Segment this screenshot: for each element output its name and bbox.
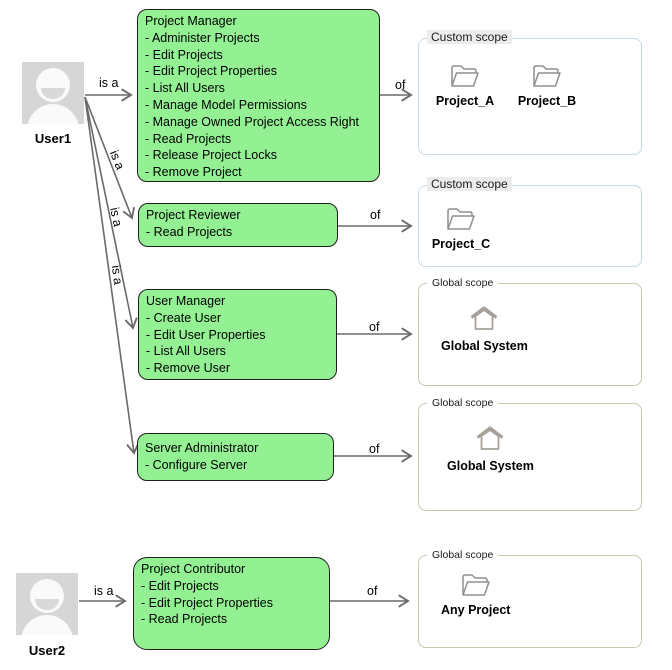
is-a-connector-serveradmin[interactable] [84, 96, 140, 455]
avatar-head [36, 68, 70, 102]
scope-item-label: Project_A [435, 94, 495, 108]
is-a-connector-usermgr[interactable] [84, 96, 138, 330]
scope-item-label: Project_B [517, 94, 577, 108]
scope-item-project-c[interactable]: Project_C [431, 204, 491, 251]
role-user-manager[interactable]: User Manager - Create User - Edit User P… [138, 289, 337, 380]
scope-item-label: Global System [441, 339, 528, 353]
folder-icon [461, 574, 490, 596]
avatar-head [30, 579, 64, 613]
of-label: of [367, 584, 378, 598]
scope-custom-projects-ab[interactable]: Custom scope Project_A Project_B [418, 30, 642, 155]
role-permission: - Edit Projects [141, 578, 219, 593]
folder-icon [451, 65, 479, 87]
avatar-smile [35, 599, 59, 610]
user1-label: User1 [34, 131, 72, 146]
role-permission: - Edit Projects [145, 47, 223, 62]
role-project-manager[interactable]: Project Manager - Administer Projects - … [137, 9, 380, 182]
is-a-label: is a [94, 584, 114, 598]
role-permission: - Edit Project Properties [145, 64, 277, 79]
role-permission: - Create User [146, 310, 222, 325]
role-permission: - Edit User Properties [146, 327, 266, 342]
avatar-torso [27, 104, 79, 124]
scope-item-label: Any Project [441, 603, 511, 617]
role-title: Project Contributor [141, 562, 246, 576]
role-permission: - Release Project Locks [145, 148, 278, 163]
scope-item-label: Project_C [431, 237, 491, 251]
scope-item-global-system[interactable]: Global System [447, 424, 534, 473]
scope-item-global-system[interactable]: Global System [441, 304, 528, 353]
role-server-administrator[interactable]: Server Administrator - Configure Server [137, 433, 334, 481]
scope-custom-project-c[interactable]: Custom scope Project_C [418, 177, 642, 267]
scope-item-project-b[interactable]: Project_B [517, 61, 577, 108]
home-icon [476, 426, 504, 450]
role-project-reviewer[interactable]: Project Reviewer - Read Projects [138, 203, 338, 247]
role-permission: - Manage Model Permissions [145, 97, 307, 112]
role-permission: - Read Projects [145, 131, 232, 146]
avatar-smile [41, 88, 65, 99]
role-title: Server Administrator [145, 441, 259, 455]
scope-label: Custom scope [427, 30, 512, 44]
role-permission: - Remove Project [145, 165, 242, 180]
scope-label: Custom scope [427, 177, 512, 191]
role-permission: - List All Users [146, 344, 226, 359]
scope-label: Global scope [427, 549, 499, 561]
scope-label: Global scope [427, 277, 499, 289]
user2-label: User2 [28, 643, 66, 658]
of-label: of [395, 78, 406, 92]
scope-item-label: Global System [447, 459, 534, 473]
is-a-label: is a [99, 76, 119, 90]
scope-item-any-project[interactable]: Any Project [441, 570, 510, 617]
of-label: of [370, 208, 381, 222]
avatar-torso [21, 615, 73, 635]
role-title: Project Manager [145, 14, 237, 28]
is-a-label: is a [108, 264, 126, 286]
role-permission: - Remove User [146, 361, 231, 376]
role-permission: - Read Projects [141, 612, 228, 627]
scope-item-project-a[interactable]: Project_A [435, 61, 495, 108]
role-permission: - Read Projects [146, 224, 233, 239]
scope-global-any-project[interactable]: Global scope Any Project [418, 549, 642, 648]
role-title: Project Reviewer [146, 208, 241, 222]
folder-icon [533, 65, 561, 87]
of-label: of [369, 320, 380, 334]
scope-global-system-2[interactable]: Global scope Global System [418, 397, 642, 511]
user1-avatar[interactable] [22, 62, 84, 124]
of-label: of [369, 442, 380, 456]
role-permission: - Edit Project Properties [141, 595, 273, 610]
user2-avatar[interactable] [16, 573, 78, 635]
role-permission: - Administer Projects [145, 30, 260, 45]
is-a-connector-reviewer[interactable] [84, 96, 135, 220]
role-permission: - Configure Server [145, 457, 248, 472]
home-icon [470, 306, 498, 330]
role-permission: - Manage Owned Project Access Right [145, 114, 359, 129]
role-title: User Manager [146, 294, 226, 308]
role-permission: - List All Users [145, 81, 225, 96]
scope-global-system-1[interactable]: Global scope Global System [418, 277, 642, 386]
role-project-contributor[interactable]: Project Contributor - Edit Projects - Ed… [133, 557, 330, 650]
scope-label: Global scope [427, 397, 499, 409]
folder-icon [447, 208, 475, 230]
